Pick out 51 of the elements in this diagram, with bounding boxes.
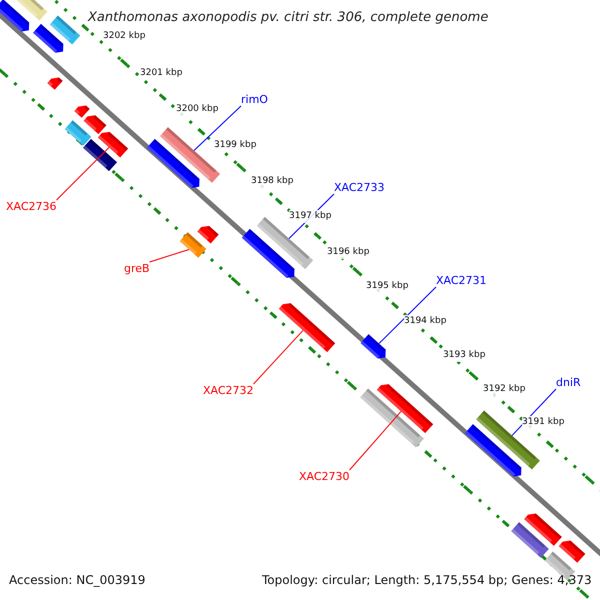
gene-bar	[47, 78, 63, 90]
gene-label: XAC2736	[6, 200, 57, 213]
scale-label: 3200 kbp	[176, 103, 218, 116]
gene-bar	[180, 232, 206, 258]
scale-label: 3191 kbp	[522, 416, 564, 429]
gene-label: XAC2731	[436, 274, 487, 287]
leader-line	[56, 146, 110, 200]
leader-line	[194, 106, 242, 152]
gene-bar	[558, 540, 586, 563]
gene-bar	[524, 514, 562, 546]
gene-bar	[242, 228, 294, 278]
gene-bar	[146, 138, 200, 188]
gene-label: dniR	[556, 376, 581, 389]
scale-label: 3202 kbp	[103, 30, 146, 43]
title: Xanthomonas axonopodis pv. citri str. 306, complete genome	[88, 11, 488, 24]
scale-label: 3201 kbp	[140, 67, 182, 80]
gene-bar	[376, 384, 434, 434]
leader-line	[349, 410, 402, 470]
gene-bar	[278, 303, 336, 352]
gene-label: rimO	[241, 93, 268, 106]
scale-label: 3198 kbp	[251, 175, 294, 188]
gene-label: XAC2730	[299, 470, 350, 483]
gene-bar	[84, 115, 106, 134]
scale-label: 3195 kbp	[366, 280, 408, 293]
gene-bar	[98, 132, 128, 158]
scale-label: 3192 kbp	[483, 383, 526, 396]
footer-note: Accession: NC_003919	[9, 574, 146, 587]
gene-bar	[197, 226, 219, 244]
scale-label: 3199 kbp	[214, 139, 256, 152]
leader-line	[378, 286, 436, 344]
gene-bar	[32, 24, 64, 53]
gene-bar	[64, 120, 92, 146]
gene-bar	[256, 216, 314, 270]
gene-label: XAC2732	[203, 384, 254, 397]
footer-note: Topology: circular; Length: 5,175,554 bp; Genes: 4,373	[262, 574, 592, 587]
gene-bar	[511, 522, 549, 558]
scale-label: 3193 kbp	[443, 349, 486, 362]
gene-bar	[50, 16, 80, 44]
leader-line	[149, 248, 190, 262]
gene-bar	[0, 0, 30, 32]
scale-label: 3197 kbp	[289, 210, 332, 223]
leader-line	[253, 330, 304, 384]
gene-bar	[360, 334, 386, 358]
gene-bar	[360, 388, 424, 448]
gene-bar	[82, 138, 118, 172]
scale-label: 3196 kbp	[327, 246, 370, 259]
gene-label: XAC2733	[334, 181, 385, 194]
gene-bar	[464, 424, 522, 476]
scale-label: 3194 kbp	[404, 315, 446, 328]
gene-bar	[74, 106, 90, 118]
gene-label: greB	[124, 262, 150, 275]
